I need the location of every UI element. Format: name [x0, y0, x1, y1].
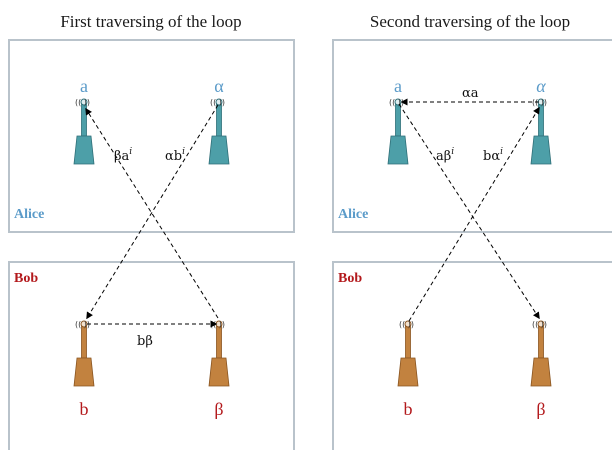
antenna-a-label: a [394, 76, 402, 96]
alice-label: Alice [338, 207, 368, 222]
signal-waves-icon: (( )) [210, 320, 225, 329]
antenna-a-icon [73, 98, 95, 165]
bob-label: Bob [338, 271, 362, 286]
signal-waves-icon: (( )) [532, 98, 547, 107]
signal-waves-icon: (( )) [399, 320, 414, 329]
edge-label-b-alpha: bαi [483, 147, 503, 164]
edge-beta-to-a [85, 107, 219, 319]
alice-box [8, 39, 295, 233]
bob-box [8, 261, 295, 450]
right-panel-title: Second traversing of the loop [370, 12, 570, 31]
alice-box [332, 39, 612, 233]
antenna-a-label: a [80, 76, 88, 96]
left-panel-title: First traversing of the loop [60, 12, 241, 31]
edge-a-to-beta [398, 103, 540, 320]
antenna-alpha-label: α [536, 76, 546, 96]
antenna-alpha-label: α [214, 76, 224, 96]
antenna-b-label: b [404, 399, 413, 419]
alice-label: Alice [14, 207, 44, 222]
antenna-b-label: b [80, 399, 89, 419]
antenna-alpha-icon [530, 98, 552, 165]
signal-waves-icon: (( )) [75, 98, 90, 107]
edge-label-alpha-a: αa [462, 86, 479, 101]
signal-waves-icon: (( )) [532, 320, 547, 329]
antenna-beta-label: β [536, 399, 545, 419]
antenna-beta-icon [530, 320, 552, 387]
edge-label-b-beta: bβ [137, 334, 153, 349]
bob-label: Bob [14, 271, 38, 286]
edge-label-a-beta: aβi [436, 147, 454, 164]
left-panel: First traversing of the loop Alice Bob a… [8, 12, 295, 450]
edge-label-beta-a: βai [114, 147, 132, 164]
right-panel: Second traversing of the loop Alice Bob … [332, 12, 612, 450]
signal-waves-icon: (( )) [75, 320, 90, 329]
antenna-beta-label: β [214, 399, 223, 419]
antenna-b-icon [397, 320, 419, 387]
antenna-beta-icon [208, 320, 230, 387]
signal-waves-icon: (( )) [210, 98, 225, 107]
antenna-alpha-icon [208, 98, 230, 165]
signal-waves-icon: (( )) [389, 98, 404, 107]
antenna-a-icon [387, 98, 409, 165]
antenna-b-icon [73, 320, 95, 387]
bob-box [332, 261, 612, 450]
edge-label-alpha-b: αbi [165, 147, 185, 164]
